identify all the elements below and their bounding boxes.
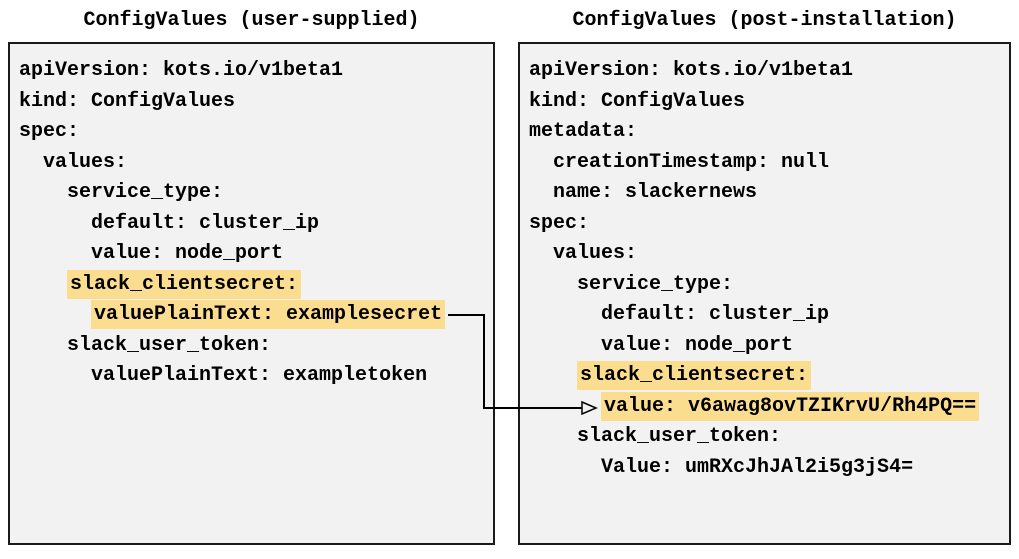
indent [529, 151, 553, 174]
code-line: slack_user_token: [19, 331, 484, 362]
indent [19, 273, 67, 296]
code-text: values: [43, 150, 128, 174]
indent [529, 425, 577, 448]
code-text: spec: [529, 211, 590, 235]
highlighted-code-text: slack_clientsecret: [67, 269, 302, 299]
indent [529, 242, 553, 265]
user-supplied-config-panel: apiVersion: kots.io/v1beta1 kind: ConfigV… [8, 42, 495, 545]
code-line: values: [529, 239, 1000, 270]
code-text: apiVersion: kots.io/v1beta1 [19, 59, 344, 82]
code-text: default: cluster_ip [601, 303, 830, 326]
code-text: service_type: [67, 181, 224, 204]
code-text: metadata: [529, 120, 638, 143]
code-line: creationTimestamp: null [529, 148, 1000, 179]
code-text: slack_user_token: [577, 425, 782, 448]
code-line: apiVersion: kots.io/v1beta1 [529, 56, 1000, 87]
left-panel-title: ConfigValues (user-supplied) [83, 9, 420, 32]
code-text: creationTimestamp: null [553, 150, 830, 174]
post-installation-config-panel: apiVersion: kots.io/v1beta1 kind: ConfigV… [518, 42, 1011, 545]
highlighted-code-text: valuePlainText: examplesecret [91, 300, 446, 329]
highlighted-code-text: slack_clientsecret: [577, 361, 812, 390]
code-text: value: node_port [601, 333, 794, 357]
code-line: kind: ConfigValues [19, 87, 484, 118]
indent [529, 334, 601, 357]
code-text: valuePlainText: exampletoken [91, 364, 428, 387]
code-line: slack_user_token: [529, 422, 1000, 453]
code-line: spec: [529, 209, 1000, 240]
indent [19, 181, 67, 204]
code-text: kind: ConfigValues [19, 89, 236, 113]
code-line: valuePlainText: exampletoken [19, 361, 484, 392]
indent [19, 212, 91, 235]
indent [19, 151, 43, 174]
code-text: Value: umRXcJhJAl2i5g3jS4= [601, 455, 914, 479]
indent [19, 303, 91, 326]
code-line: metadata: [529, 117, 1000, 148]
user-supplied-config-code: apiVersion: kots.io/v1beta1 kind: ConfigV… [10, 44, 493, 404]
code-text: service_type: [577, 272, 734, 296]
code-line: default: cluster_ip [19, 209, 484, 240]
indent [529, 303, 601, 326]
code-line: apiVersion: kots.io/v1beta1 [19, 56, 484, 87]
indent [19, 364, 91, 387]
code-line: values: [19, 148, 484, 179]
code-text: values: [553, 242, 638, 265]
code-text: slack_user_token: [67, 333, 272, 357]
code-text: name: slackernews [553, 181, 758, 204]
indent [529, 364, 577, 387]
post-installation-config-code: apiVersion: kots.io/v1beta1 kind: ConfigV… [520, 44, 1009, 495]
code-line: kind: ConfigValues [529, 87, 1000, 118]
code-line: value: node_port [529, 331, 1000, 362]
indent [529, 395, 601, 418]
right-panel-title: ConfigValues (post-installation) [572, 9, 957, 32]
indent [19, 242, 91, 265]
indent [529, 181, 553, 204]
code-line: spec: [19, 117, 484, 148]
code-text: apiVersion: kots.io/v1beta1 [529, 59, 854, 82]
code-line: Value: umRXcJhJAl2i5g3jS4= [529, 453, 1000, 484]
code-text: kind: ConfigValues [529, 89, 746, 113]
code-line: value: node_port [19, 239, 484, 270]
indent [529, 456, 601, 479]
code-line: slack_clientsecret: [19, 269, 484, 301]
indent [529, 273, 577, 296]
code-line: slack_clientsecret: [529, 361, 1000, 392]
indent [19, 334, 67, 357]
code-line: default: cluster_ip [529, 300, 1000, 331]
code-line: name: slackernews [529, 178, 1000, 209]
code-text: default: cluster_ip [91, 211, 320, 235]
code-line: value: v6awag8ovTZIKrvU/Rh4PQ== [529, 391, 1000, 423]
code-line: service_type: [529, 270, 1000, 301]
code-text: value: node_port [91, 242, 284, 265]
code-line: service_type: [19, 178, 484, 209]
highlighted-code-text: value: v6awag8ovTZIKrvU/Rh4PQ== [601, 391, 980, 421]
code-line: valuePlainText: examplesecret [19, 300, 484, 331]
code-text: spec: [19, 120, 80, 143]
